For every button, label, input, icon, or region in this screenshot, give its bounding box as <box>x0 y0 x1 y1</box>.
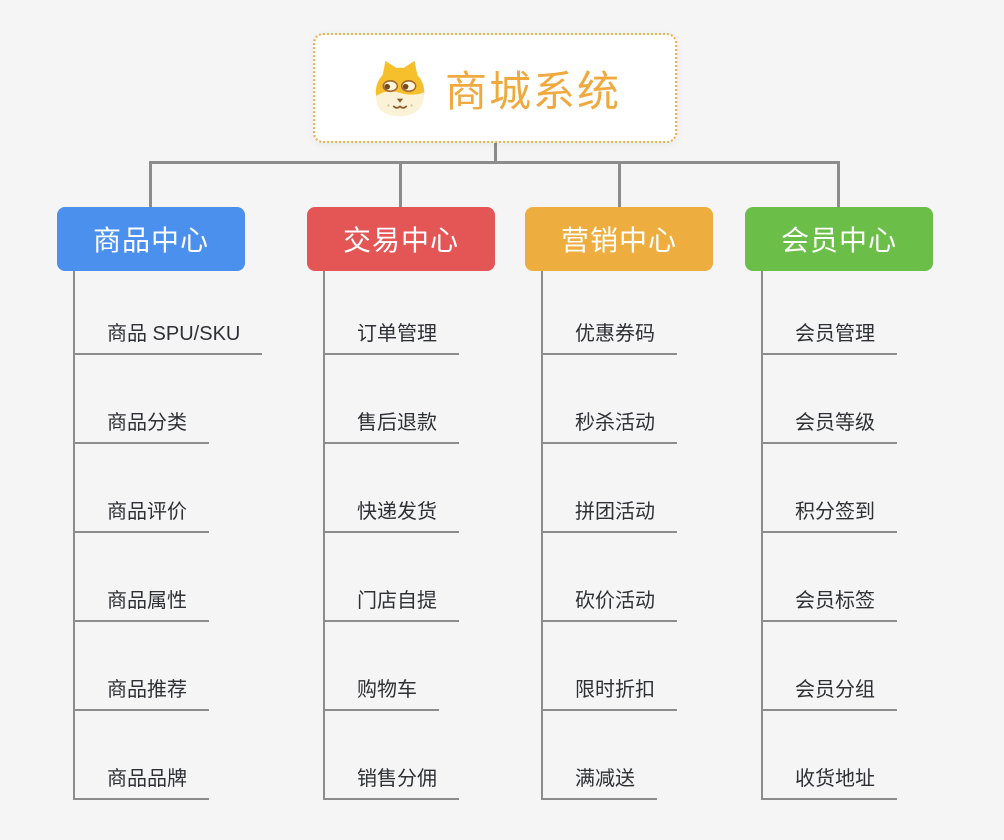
branch-trunk-member <box>761 271 763 800</box>
leaf-topic[interactable]: 砍价活动 <box>541 588 677 622</box>
branch-trunk-marketing <box>541 271 543 800</box>
branch-label: 交易中心 <box>342 225 459 256</box>
connector-drop-member <box>837 162 840 208</box>
branch-node-member-center[interactable]: 会员中心 <box>745 207 933 271</box>
root-node[interactable]: 商城系统 <box>313 33 677 143</box>
leaf-topic[interactable]: 满减送 <box>541 766 657 800</box>
leaf-topic[interactable]: 会员管理 <box>761 321 897 355</box>
leaf-topic[interactable]: 收货地址 <box>761 766 897 800</box>
leaf-topic[interactable]: 销售分佣 <box>323 766 459 800</box>
leaf-topic[interactable]: 商品属性 <box>73 588 209 622</box>
leaf-topic[interactable]: 商品评价 <box>73 499 209 533</box>
connector-drop-trade <box>399 162 402 208</box>
branch-node-product-center[interactable]: 商品中心 <box>57 207 245 271</box>
branch-node-marketing-center[interactable]: 营销中心 <box>525 207 713 271</box>
leaf-topic[interactable]: 优惠券码 <box>541 321 677 355</box>
leaf-topic[interactable]: 积分签到 <box>761 499 897 533</box>
leaf-topic[interactable]: 会员分组 <box>761 677 897 711</box>
branch-label: 营销中心 <box>560 225 677 256</box>
branch-trunk-trade <box>323 271 325 800</box>
connector-horizontal-rail <box>149 161 840 164</box>
leaf-topic[interactable]: 商品推荐 <box>73 677 209 711</box>
leaf-topic[interactable]: 限时折扣 <box>541 677 677 711</box>
leaf-topic[interactable]: 商品品牌 <box>73 766 209 800</box>
leaf-topic[interactable]: 会员等级 <box>761 410 897 444</box>
leaf-topic[interactable]: 快递发货 <box>323 499 459 533</box>
leaf-topic[interactable]: 门店自提 <box>323 588 459 622</box>
dog-face-icon <box>369 57 431 119</box>
branch-trunk-product <box>73 271 75 800</box>
leaf-topic[interactable]: 会员标签 <box>761 588 897 622</box>
leaf-topic[interactable]: 秒杀活动 <box>541 410 677 444</box>
leaf-topic[interactable]: 购物车 <box>323 677 439 711</box>
connector-root-trunk <box>494 142 497 163</box>
leaf-topic[interactable]: 商品 SPU/SKU <box>73 321 263 355</box>
branch-label: 会员中心 <box>780 225 897 256</box>
branch-node-trade-center[interactable]: 交易中心 <box>307 207 495 271</box>
leaf-topic[interactable]: 订单管理 <box>323 321 459 355</box>
leaf-topic[interactable]: 商品分类 <box>73 410 209 444</box>
root-topic-label: 商城系统 <box>444 67 621 115</box>
connector-drop-product <box>149 162 152 208</box>
connector-drop-marketing <box>618 162 621 208</box>
branch-label: 商品中心 <box>92 225 209 256</box>
leaf-topic[interactable]: 售后退款 <box>323 410 459 444</box>
leaf-topic[interactable]: 拼团活动 <box>541 499 677 533</box>
